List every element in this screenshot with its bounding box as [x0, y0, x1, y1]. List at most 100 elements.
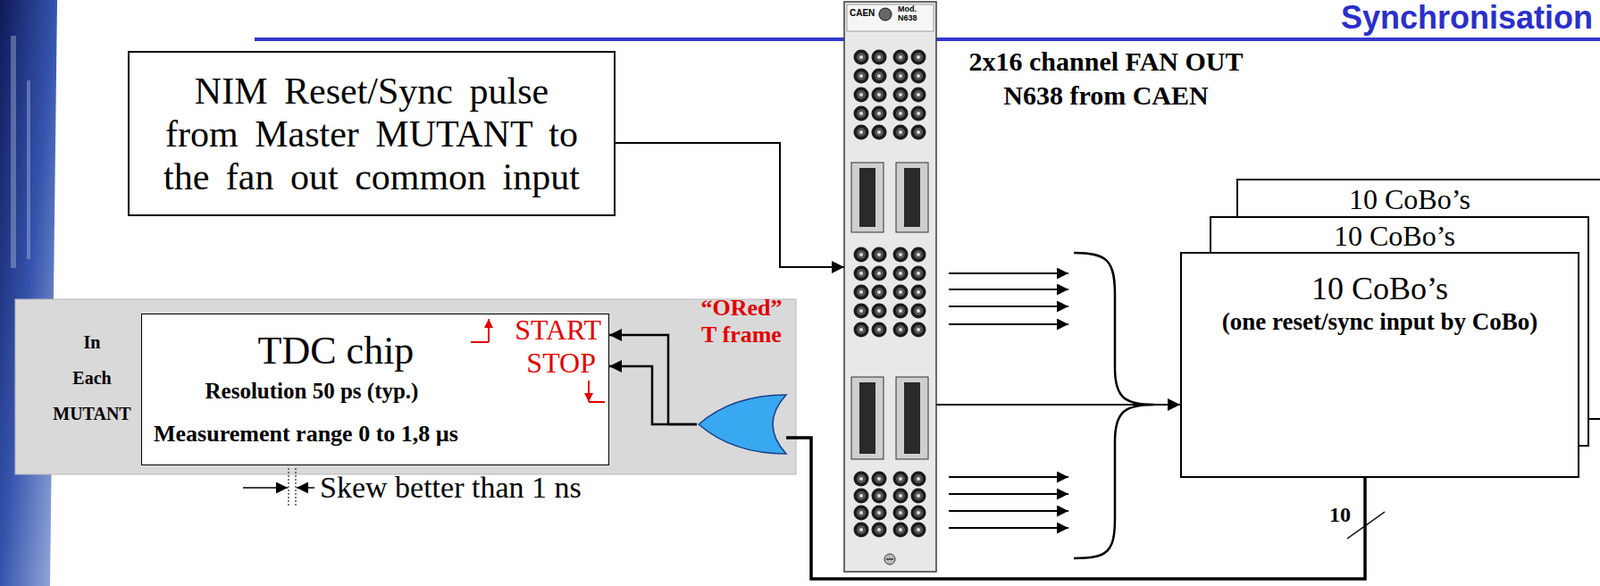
- connector-ring: [896, 268, 905, 278]
- connector-pin: [916, 74, 921, 78]
- fan-out-module-drawing: [844, 1, 937, 572]
- connector-body: [911, 87, 927, 103]
- connector-pin: [898, 55, 903, 59]
- connector-body: [893, 106, 909, 122]
- connector-ring: [874, 474, 884, 484]
- bus-width-label: 10: [1329, 502, 1351, 528]
- connector-body: [871, 106, 888, 122]
- connector-pin: [916, 130, 921, 135]
- connector-pin: [898, 92, 903, 97]
- connector-pin: [859, 510, 863, 515]
- lemo-connector: [911, 266, 927, 282]
- output-arrow: [948, 305, 1069, 308]
- bus-width-mark: [1347, 511, 1385, 539]
- connector-pin: [916, 510, 921, 515]
- connector-pin: [859, 494, 863, 498]
- connector-ring: [856, 474, 866, 484]
- lemo-connector: [893, 505, 909, 521]
- lemo-connector: [854, 125, 870, 141]
- chip-spec: Measurement range 0 to 1,8 µs: [153, 420, 459, 448]
- connector-body: [911, 50, 927, 66]
- connector-ring: [874, 325, 884, 335]
- connector-pin: [898, 327, 903, 332]
- connector-body: [871, 87, 888, 103]
- lemo-connector: [893, 106, 909, 122]
- connector-ring: [856, 325, 866, 335]
- screw-slot: [886, 558, 894, 561]
- connector-body: [871, 303, 888, 319]
- connector-body: [854, 471, 870, 487]
- cobo-box: 10 CoBo’s(one reset/sync input by CoBo): [1180, 251, 1580, 478]
- lemo-connector: [854, 68, 870, 84]
- connector-ring: [856, 306, 866, 316]
- chip-name: TDC chip: [228, 328, 444, 374]
- or-gate: “ORed” T frame: [696, 393, 787, 456]
- connector-ring: [913, 306, 923, 316]
- connector-pin: [859, 252, 863, 257]
- connector-pin: [916, 290, 921, 294]
- output-arrow: [948, 323, 1069, 326]
- pin-label: START: [514, 314, 602, 345]
- connector-body: [854, 522, 870, 538]
- connector-body: [854, 50, 870, 66]
- connector-ring: [913, 508, 923, 518]
- lemo-connector: [911, 284, 927, 301]
- mutant-panel: In Each MUTANTTDC chipResolution 50 ps (…: [15, 299, 796, 475]
- lemo-connector: [893, 471, 909, 487]
- connector-body: [911, 68, 927, 84]
- connector-body: [871, 322, 888, 338]
- ribbon-connector: [851, 376, 884, 460]
- connector-pin: [916, 252, 921, 257]
- lemo-connector: [854, 471, 870, 487]
- module-knob: [879, 8, 892, 21]
- connector-ring: [913, 474, 923, 484]
- fan-out-module: 2x16 channel FAN OUT N638 from CAEN: [844, 1, 937, 572]
- connector-body: [854, 106, 870, 122]
- connector-pin: [877, 130, 881, 135]
- lemo-connector: [871, 471, 888, 487]
- connector-ring: [913, 250, 923, 260]
- lemo-connector: [871, 303, 888, 319]
- connector-ring: [874, 127, 884, 137]
- connector-ring: [913, 268, 923, 278]
- lemo-connector: [871, 87, 888, 103]
- connector-body: [871, 471, 888, 487]
- lemo-connector: [893, 522, 909, 538]
- ribbon-socket: [904, 382, 921, 454]
- lemo-connector: [871, 284, 888, 301]
- connector-body: [911, 322, 927, 338]
- connector-ring: [856, 108, 866, 118]
- cobo-count: 10 CoBo’s: [1311, 269, 1449, 308]
- connector-pin: [916, 527, 921, 532]
- falling-edge-mark: [587, 380, 590, 403]
- connector-pin: [877, 111, 881, 116]
- connector-body: [854, 505, 870, 521]
- lemo-connector: [893, 50, 909, 66]
- lemo-connector: [854, 266, 870, 282]
- connector-ring: [874, 90, 884, 100]
- connector-body: [911, 125, 927, 141]
- dimension-arrow: [296, 486, 315, 489]
- lemo-connector: [911, 68, 927, 84]
- connector-ring: [896, 250, 905, 260]
- connector-pin: [898, 309, 903, 313]
- connector-ring: [896, 90, 905, 100]
- connector-pin: [859, 271, 863, 276]
- connector-ring: [874, 491, 884, 501]
- connector-body: [854, 247, 870, 263]
- connector-pin: [877, 309, 881, 313]
- connector-ring: [874, 71, 884, 81]
- connector-ring: [896, 306, 905, 316]
- connector-body: [893, 522, 909, 538]
- pin-label: STOP: [526, 347, 596, 378]
- lemo-connector: [871, 68, 888, 84]
- connector-body: [854, 125, 870, 141]
- rising-edge-mark: [487, 318, 490, 343]
- lemo-connector: [854, 522, 870, 538]
- connector-pin: [877, 494, 881, 498]
- lemo-connector: [854, 505, 870, 521]
- connector-pin: [916, 271, 921, 276]
- lemo-connector: [911, 505, 927, 521]
- lemo-connector: [854, 488, 870, 504]
- connector-pin: [859, 55, 863, 59]
